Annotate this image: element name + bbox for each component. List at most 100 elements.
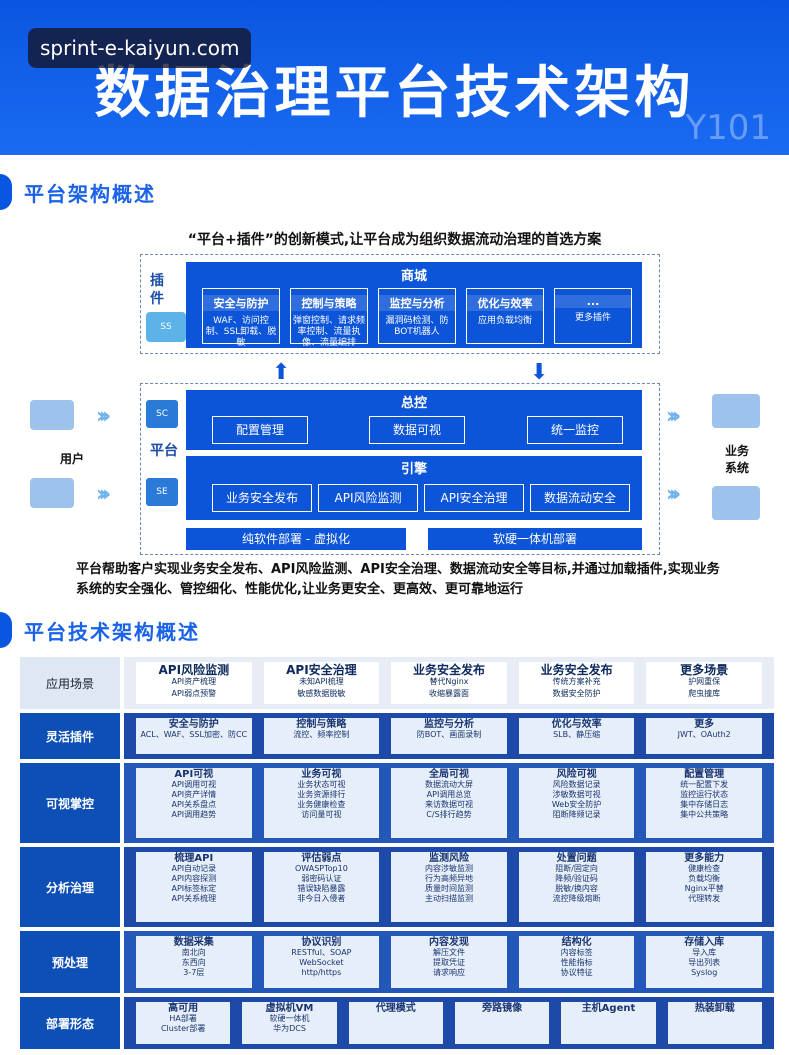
cell-line: 协议特征	[560, 968, 593, 977]
cell-line: 业务资源排行	[297, 790, 346, 799]
watermark-url[interactable]: sprint-e-kaiyun.com	[28, 28, 252, 68]
engine-item: API安全治理	[424, 484, 524, 512]
page-title: 数据治理平台技术架构	[94, 61, 695, 126]
cell-line: 防BOT、画面录制	[416, 730, 482, 739]
cell-line: 东西向	[181, 958, 206, 967]
cell-line: 导入库	[692, 948, 717, 957]
cell-line: 评估弱点	[301, 853, 342, 864]
grid-cell: 主机Agent	[561, 1002, 656, 1044]
user-label: 用户	[60, 452, 85, 466]
page-code: Y101	[685, 108, 771, 148]
chevron-right-icon: ›››	[666, 482, 681, 507]
cell-line: 收缩暴露面	[428, 689, 469, 698]
cell-line: 流控降级熔断	[552, 894, 601, 903]
cell-line: 爬虫撞库	[688, 689, 721, 698]
cell-line: 来访数据可视	[424, 800, 473, 809]
cell-line: 健康检查	[688, 864, 721, 873]
cell-line: 安全与防护	[168, 719, 219, 730]
cell-line: API资产详情	[171, 790, 217, 799]
cell-line: API自动记录	[171, 864, 217, 873]
user-computer-icon	[30, 400, 74, 430]
cell-line: 旁路镜像	[482, 1003, 523, 1014]
plugin-box: 控制与策略弹窗控制、请求频率控制、流量执像、流量编排	[290, 288, 368, 348]
cell-line: 业务可视	[301, 769, 342, 780]
plugin-box-body: 应用负载均衡	[477, 316, 532, 326]
row-label: 预处理	[20, 931, 120, 993]
chevron-right-icon: ›››	[666, 404, 681, 429]
cell-line: 华为DCS	[273, 1024, 306, 1033]
cell-line: 脱敏/换内容	[555, 884, 598, 893]
cell-line: 风险数据记录	[552, 780, 601, 789]
cell-line: 配置管理	[684, 769, 725, 780]
cell-line: 业务安全发布	[540, 663, 613, 677]
grid-cell: 业务安全发布传统方案补充数据安全防护	[518, 662, 635, 704]
cell-line: API安全治理	[286, 663, 357, 677]
cell-line: ACL、WAF、SSL加密、防CC	[140, 730, 248, 739]
cell-line: 协议识别	[301, 937, 342, 948]
cell-line: API调用总览	[426, 790, 472, 799]
plugin-box: 优化与效率应用负载均衡	[466, 288, 544, 344]
cell-line: 未知API梳理	[299, 677, 344, 686]
cell-line: 代理模式	[375, 1003, 416, 1014]
cell-line: 内容发现	[428, 937, 469, 948]
cell-line: 导出列表	[688, 958, 721, 967]
description-paragraph: 平台帮助客户实现业务安全发布、API风险监测、API安全治理、数据流动安全等目标…	[76, 562, 720, 597]
cell-line: 护网重保	[688, 677, 721, 686]
cell-line: 数据安全防护	[552, 689, 601, 698]
cell-line: Cluster部署	[160, 1024, 206, 1033]
deploy-appliance: 软硬一体机部署	[428, 528, 642, 550]
cell-line: 全局可视	[428, 769, 469, 780]
grid-cell: 监控与分析防BOT、画面录制	[391, 718, 507, 754]
grid-cell: 配置管理统一配置下发监控运行状态集中存储日志集中公共策略	[646, 768, 762, 838]
plugin-box-body: 更多插件	[574, 313, 611, 323]
plugin-box-title: 安全与防护	[203, 295, 279, 311]
cell-line: 业务健康检查	[297, 800, 346, 809]
cell-line: Nginx平替	[684, 884, 724, 893]
arrow-down-icon: ⬇	[530, 360, 549, 385]
cell-line: 集中公共策略	[680, 810, 729, 819]
business-label: 业务系统	[724, 444, 749, 475]
plugin-box-body: WAF、访问控制、SSL卸载、脱敏	[205, 316, 277, 348]
cell-line: 控制与策略	[296, 719, 347, 730]
cell-line: 代理转发	[688, 894, 721, 903]
cell-line: 业务状态可视	[297, 780, 346, 789]
cell-line: WebSocket	[299, 958, 344, 967]
plugin-box-body: 漏洞码检测、防BOT机器人	[385, 316, 449, 337]
mall-panel: 商城	[186, 262, 642, 348]
user-computer-icon	[30, 478, 74, 508]
console-item: 数据可视	[369, 416, 465, 444]
grid-cell: API安全治理未知API梳理敏感数据脱敏	[263, 662, 380, 704]
chevron-right-icon: ›››	[96, 404, 111, 429]
cell-line: 质量时间监测	[424, 884, 473, 893]
cell-line: 监控与分析	[423, 719, 474, 730]
server-icon	[712, 486, 760, 520]
cell-line: 更多	[694, 719, 715, 730]
row-label: 可视掌控	[20, 763, 120, 843]
platform-label: 平台	[150, 443, 178, 459]
cell-line: JWT、OAuth2	[677, 730, 731, 739]
grid-cell: 控制与策略流控、频率控制	[263, 718, 380, 754]
cell-line: 负载均衡	[688, 874, 721, 883]
cell-line: API关系盘点	[171, 800, 217, 809]
cell-line: SLB、静压缩	[553, 730, 601, 739]
cell-line: 访问量可视	[301, 810, 342, 819]
cell-line: API内容探测	[171, 874, 217, 883]
cell-line: 提取凭证	[432, 958, 465, 967]
cell-line: 解压文件	[432, 948, 465, 957]
cell-line: 主机Agent	[581, 1003, 636, 1014]
section-header: 平台架构概述	[0, 174, 156, 210]
cell-line: 数据流动大屏	[424, 780, 473, 789]
engine-item: 数据流动安全	[530, 484, 630, 512]
cell-line: API可视	[174, 769, 214, 780]
row-background	[124, 997, 774, 1049]
plugin-label: 插件	[150, 273, 164, 307]
cell-line: Syslog	[691, 968, 718, 977]
row-label: 应用场景	[20, 657, 120, 709]
cell-line: 软硬一体机	[269, 1014, 310, 1023]
